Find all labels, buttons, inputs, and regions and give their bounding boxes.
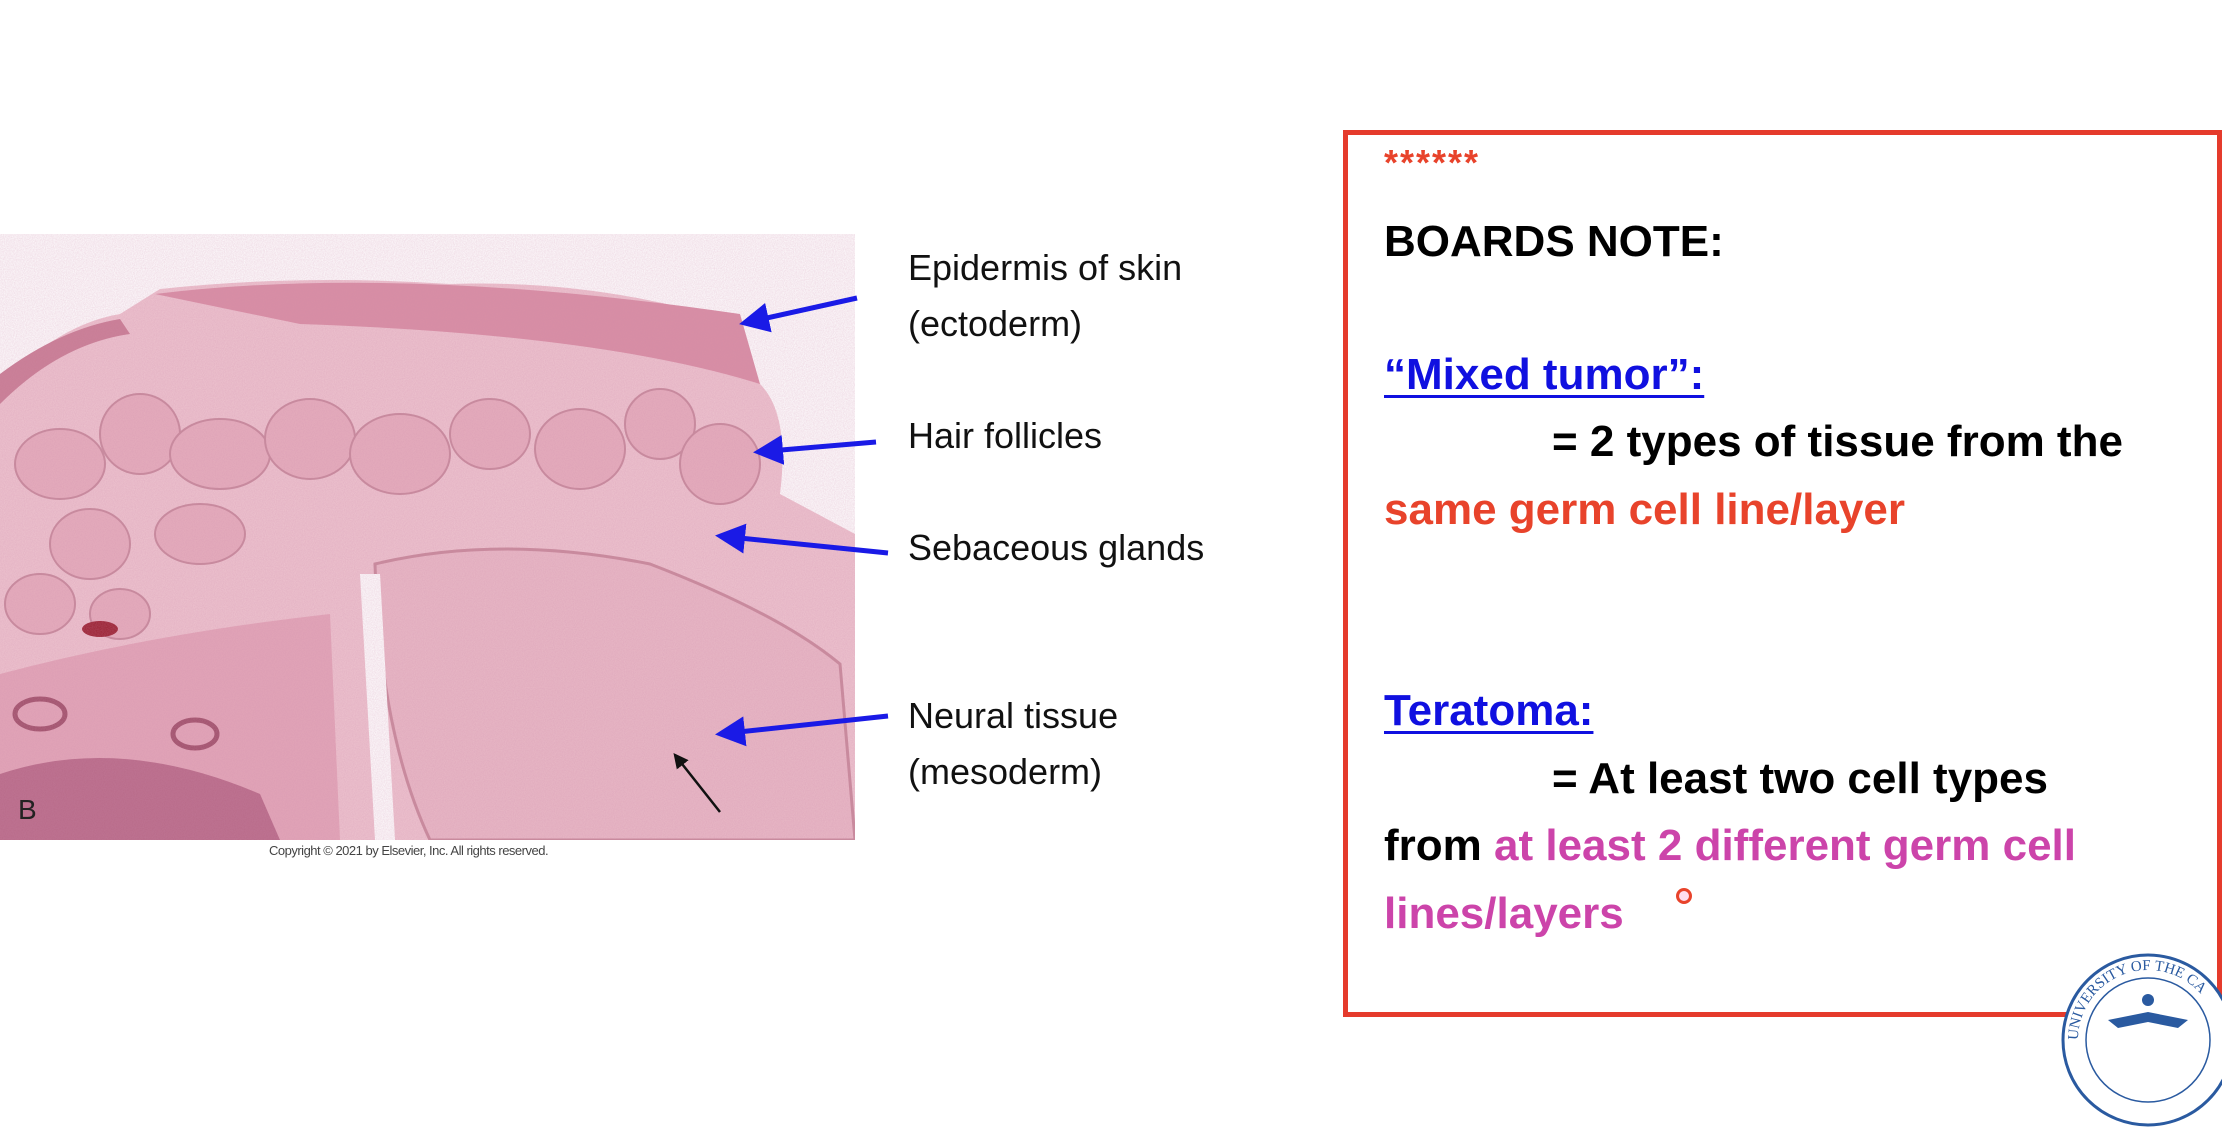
mixed-tumor-definition: = 2 types of tissue from the <box>1552 417 2123 466</box>
histology-image: B <box>0 234 855 840</box>
label-neural-line1: Neural tissue <box>908 695 1119 736</box>
boards-note-box: ****** BOARDS NOTE: “Mixed tumor”: = 2 t… <box>1343 130 2222 1017</box>
teratoma-line: from at least 2 different germ cell <box>1384 824 2076 868</box>
teratoma-title: Teratoma: <box>1384 686 1594 735</box>
panel-letter: B <box>18 794 37 825</box>
label-epidermis: Epidermis of skin (ectoderm) <box>908 250 1182 342</box>
teratoma-from: from <box>1384 821 1482 870</box>
label-neural-line2: (mesoderm) <box>908 751 1103 792</box>
teratoma-emphasis-1: at least 2 different germ cell <box>1494 821 2077 870</box>
label-hair-follicles: Hair follicles <box>908 415 1103 456</box>
teratoma-definition: = At least two cell types <box>1552 754 2048 803</box>
university-seal-logo: UNIVERSITY OF THE CA <box>2061 953 2222 1127</box>
label-epidermis-line1: Epidermis of skin <box>908 247 1183 288</box>
label-neural-tissue: Neural tissue (mesoderm) <box>908 698 1118 790</box>
mixed-tumor-title: “Mixed tumor”: <box>1384 350 1705 399</box>
note-heading: BOARDS NOTE: <box>1384 217 1724 266</box>
note-stars: ****** <box>1384 142 1481 183</box>
mixed-tumor-emphasis: same germ cell line/layer <box>1384 485 1905 534</box>
pointer-dot <box>1676 888 1692 904</box>
copyright-text: Copyright © 2021 by Elsevier, Inc. All r… <box>269 843 549 858</box>
label-sebaceous-glands: Sebaceous glands <box>908 527 1205 568</box>
teratoma-emphasis-2: lines/layers <box>1384 889 1624 938</box>
label-epidermis-line2: (ectoderm) <box>908 303 1083 344</box>
